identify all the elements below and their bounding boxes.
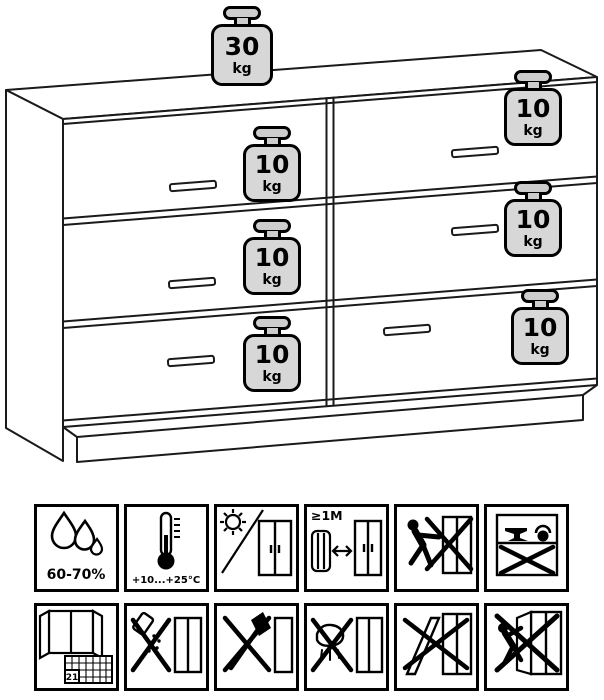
care-tile-temperature: +10...+25°C (124, 504, 209, 592)
weight-limit-badge-drawer: 10 kg (504, 70, 562, 146)
care-tile-sunlight (214, 504, 299, 592)
prohibition-x-icon (424, 516, 474, 572)
weight-limit-badge-drawer: 10 kg (243, 219, 301, 295)
prohibition-x-icon (310, 617, 354, 673)
double-arrow-icon (331, 545, 353, 557)
drawer-handles (166, 145, 500, 368)
care-tile-no-wet-cleaning (304, 603, 389, 691)
wardrobe-icon (257, 519, 293, 577)
wardrobe-icon (355, 616, 384, 674)
drawer-handle (382, 323, 432, 337)
prohibition-x-icon (130, 617, 172, 673)
wardrobe-icon (273, 616, 294, 674)
weight-limit-badge-top: 30 kg (211, 6, 273, 86)
wardrobe-icon (173, 616, 203, 674)
open-window-icon (38, 609, 104, 660)
person-icon (407, 519, 442, 568)
dresser-left-side (5, 89, 64, 462)
care-tile-no-pushing (394, 504, 479, 592)
sun-icon (220, 509, 246, 535)
temperature-icon: +10...+25°C (132, 511, 200, 586)
wardrobe-icon (441, 612, 473, 676)
weight-limit-badge-drawer: 10 kg (243, 126, 301, 202)
weight-limit-badge-drawer: 10 kg (243, 316, 301, 392)
prohibition-x-icon (498, 544, 556, 576)
care-tile-no-heavy-items (484, 504, 569, 592)
drawer-handle (166, 354, 216, 368)
drawer-handle (167, 276, 217, 290)
thermometer-icon (157, 511, 180, 570)
prohibition-x-icon (494, 613, 560, 673)
water-drop-icon (89, 537, 104, 556)
humidity-label: 60-70% (47, 567, 106, 583)
water-drop-icon (50, 510, 78, 550)
no-pushing-icon (407, 515, 474, 575)
wardrobe-icon (353, 519, 383, 577)
heat-distance-icon: ≥1M (310, 508, 383, 577)
drawer-handle (450, 223, 500, 237)
anvil-icon (505, 528, 528, 541)
wardrobe-icon (529, 610, 563, 676)
cabinet-icon (495, 513, 559, 577)
weight-value: 30 (224, 32, 260, 61)
calendar-icon: 21 (64, 655, 113, 684)
weight-limit-badge-drawer: 10 kg (504, 181, 562, 257)
no-leaning-icon (402, 612, 473, 676)
ventilation-icon: 21 (38, 609, 113, 684)
calendar-day-label: 21 (66, 673, 79, 683)
care-tile-ventilation: 21 (34, 603, 119, 691)
care-icons-grid: 60-70% +10...+25°C (34, 504, 569, 691)
drawer-handle (168, 179, 218, 193)
kettlebell-icon (534, 524, 552, 542)
care-tile-no-sharp-tools (214, 603, 299, 691)
sunlight-icon (220, 509, 293, 577)
dresser-illustration (5, 49, 598, 463)
prohibition-x-icon (402, 617, 470, 671)
drawer-handle (450, 145, 500, 159)
diagonal-divider-line (221, 509, 264, 574)
weight-unit: kg (232, 61, 252, 77)
dresser-plinth (76, 394, 584, 463)
care-tile-no-climbing (484, 603, 569, 691)
water-drop-icon (73, 518, 96, 551)
care-tile-no-abrasives (124, 603, 209, 691)
care-tile-humidity: 60-70% (34, 504, 119, 592)
temperature-label: +10...+25°C (132, 575, 200, 586)
no-wet-cleaning-icon (310, 616, 384, 674)
prohibition-x-icon (222, 615, 272, 673)
no-abrasives-icon (130, 611, 203, 674)
radiator-icon (310, 529, 332, 573)
care-tile-no-leaning (394, 603, 479, 691)
humidity-icon: 60-70% (47, 510, 106, 583)
abrasive-shaker-icon (132, 611, 161, 653)
care-tile-heat-distance: ≥1M (304, 504, 389, 592)
no-climbing-icon (494, 610, 563, 676)
distance-label: ≥1M (311, 508, 343, 523)
no-sharp-tools-icon (222, 612, 294, 674)
no-heavy-items-icon (495, 513, 559, 577)
weight-limit-badge-drawer: 10 kg (511, 289, 569, 365)
